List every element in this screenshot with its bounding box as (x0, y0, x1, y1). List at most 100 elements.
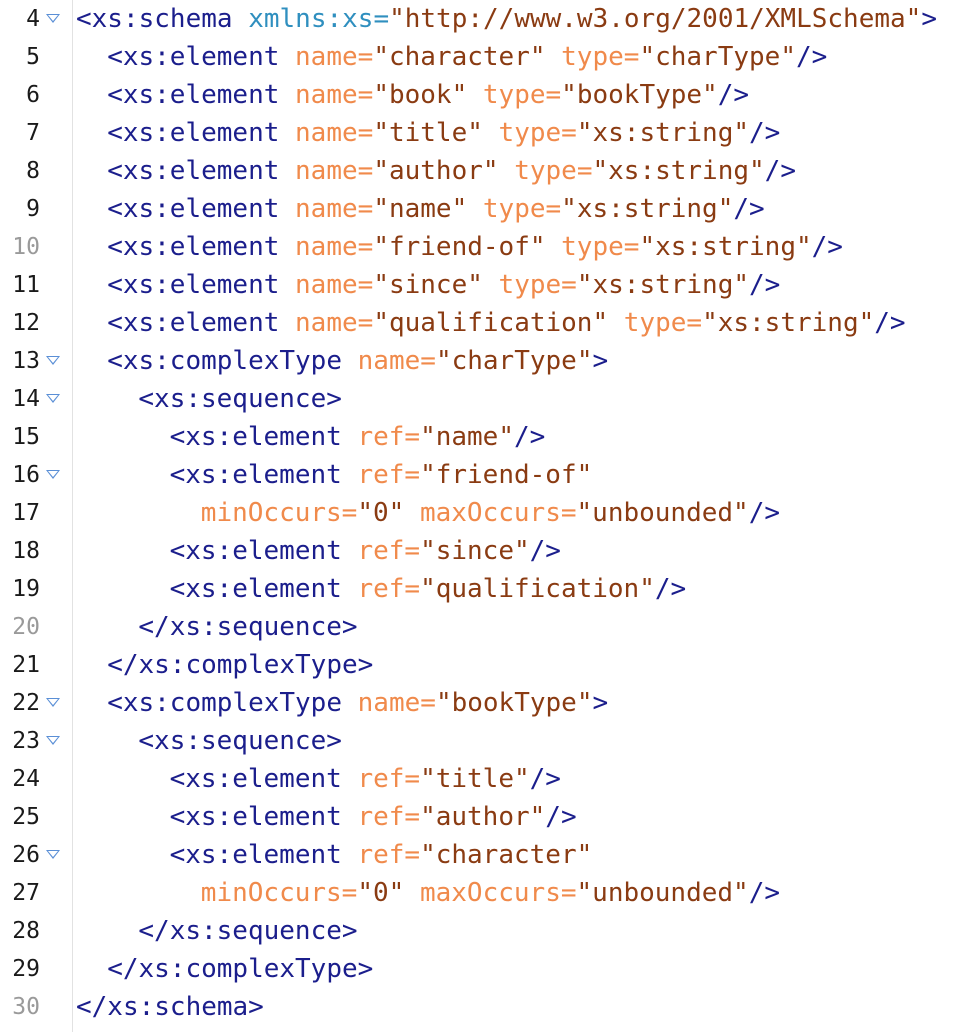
code-line[interactable]: 18 <xs:element ref="since"/> (0, 532, 972, 570)
token-attr: name= (295, 118, 374, 148)
code-line[interactable]: 19<xs:element ref="qualification"/> (0, 570, 972, 608)
token-tag: /> (545, 802, 577, 832)
code-text[interactable]: <xs:element name="since" type="xs:string… (107, 266, 780, 304)
code-text[interactable]: minOccurs="0" maxOccurs="unbounded"/> (201, 494, 780, 532)
token-tag: > (592, 346, 609, 376)
code-text[interactable]: <xs:element name="character" type="charT… (107, 38, 827, 76)
code-line[interactable]: 4<xs:schema xmlns:xs="http://www.w3.org/… (0, 0, 972, 38)
fold-toggle-icon[interactable] (46, 698, 60, 707)
fold-toggle-icon[interactable] (46, 850, 60, 859)
code-text[interactable]: <xs:element name="friend-of" type="xs:st… (107, 228, 843, 266)
code-line[interactable]: 28</xs:sequence> (0, 912, 972, 950)
code-text[interactable]: </xs:sequence> (138, 912, 357, 950)
code-line[interactable]: 20</xs:sequence> (0, 608, 972, 646)
code-line[interactable]: 13<xs:complexType name="charType"> (0, 342, 972, 380)
code-text[interactable]: </xs:complexType> (107, 950, 373, 988)
code-text[interactable]: <xs:element name="name" type="xs:string"… (107, 190, 764, 228)
code-line[interactable]: 9<xs:element name="name" type="xs:string… (0, 190, 972, 228)
whitespace (546, 42, 562, 72)
code-text[interactable]: <xs:complexType name="bookType"> (107, 684, 608, 722)
code-text[interactable]: <xs:element ref="author"/> (170, 798, 577, 836)
code-line[interactable]: 29</xs:complexType> (0, 950, 972, 988)
fold-toggle-icon[interactable] (46, 394, 60, 403)
token-ns: = (373, 4, 390, 34)
code-text[interactable]: <xs:sequence> (138, 722, 342, 760)
code-line[interactable]: 15<xs:element ref="name"/> (0, 418, 972, 456)
token-attr: name= (295, 156, 374, 186)
code-text[interactable]: <xs:element ref="name"/> (170, 418, 546, 456)
code-text[interactable]: <xs:complexType name="charType"> (107, 342, 608, 380)
token-attr: type= (561, 232, 640, 262)
code-text[interactable]: <xs:element ref="character" (170, 836, 593, 874)
whitespace (233, 4, 249, 34)
token-val: "since" (373, 270, 483, 300)
whitespace (608, 308, 624, 338)
code-line[interactable]: 6<xs:element name="book" type="bookType"… (0, 76, 972, 114)
fold-toggle-icon[interactable] (46, 736, 60, 745)
line-number: 17 (12, 500, 40, 526)
code-line[interactable]: 10<xs:element name="friend-of" type="xs:… (0, 228, 972, 266)
token-attr: ref= (357, 764, 421, 794)
token-val: "http://www.w3.org/2001/XMLSchema" (389, 4, 922, 34)
code-text[interactable]: <xs:element name="author" type="xs:strin… (107, 152, 796, 190)
code-text[interactable]: <xs:element ref="friend-of" (170, 456, 593, 494)
code-text[interactable]: <xs:sequence> (138, 380, 342, 418)
code-text[interactable]: <xs:element name="qualification" type="x… (107, 304, 905, 342)
gutter-divider (72, 0, 73, 1032)
fold-toggle-icon[interactable] (46, 14, 60, 23)
code-line[interactable]: 30</xs:schema> (0, 988, 972, 1026)
code-text[interactable]: <xs:element ref="qualification"/> (170, 570, 687, 608)
token-val: "book" (373, 80, 468, 110)
token-attr: ref= (357, 536, 421, 566)
token-tag: </xs:complexType> (107, 954, 374, 984)
code-text[interactable]: <xs:element ref="since"/> (170, 532, 561, 570)
token-attr: type= (482, 80, 562, 110)
code-line[interactable]: 22<xs:complexType name="bookType"> (0, 684, 972, 722)
fold-toggle-icon[interactable] (46, 356, 60, 365)
code-line[interactable]: 11<xs:element name="since" type="xs:stri… (0, 266, 972, 304)
code-text[interactable]: <xs:schema xmlns:xs="http://www.w3.org/2… (76, 0, 937, 38)
token-val: "character" (373, 42, 546, 72)
token-val: "title" (420, 764, 530, 794)
whitespace (404, 498, 420, 528)
token-tag: <xs:element (169, 840, 342, 870)
code-line[interactable]: 27 minOccurs="0" maxOccurs="unbounded"/> (0, 874, 972, 912)
code-line[interactable]: 14 <xs:sequence> (0, 380, 972, 418)
token-val: "charType" (639, 42, 796, 72)
code-text[interactable]: </xs:sequence> (138, 608, 357, 646)
code-line[interactable]: 8<xs:element name="author" type="xs:stri… (0, 152, 972, 190)
code-text[interactable]: <xs:element ref="title"/> (170, 760, 561, 798)
token-tag: <xs:element (107, 156, 280, 186)
token-attr: ref= (357, 460, 421, 490)
code-line[interactable]: 16<xs:element ref="friend-of" (0, 456, 972, 494)
line-number: 27 (12, 880, 40, 906)
fold-toggle-icon[interactable] (46, 470, 60, 479)
line-number: 12 (12, 310, 40, 336)
code-line[interactable]: 24<xs:element ref="title"/> (0, 760, 972, 798)
code-text[interactable]: </xs:complexType> (107, 646, 373, 684)
code-line[interactable]: 26<xs:element ref="character" (0, 836, 972, 874)
token-val: "name" (373, 194, 468, 224)
token-val: "author" (373, 156, 499, 186)
code-text[interactable]: <xs:element name="book" type="bookType"/… (107, 76, 749, 114)
token-tag: </xs:schema> (76, 992, 264, 1022)
code-text[interactable]: minOccurs="0" maxOccurs="unbounded"/> (201, 874, 780, 912)
whitespace (342, 688, 358, 718)
token-val: "friend-of" (373, 232, 546, 262)
code-text[interactable]: </xs:schema> (76, 988, 264, 1026)
code-line[interactable]: 17 minOccurs="0" maxOccurs="unbounded"/> (0, 494, 972, 532)
line-number: 18 (12, 538, 40, 564)
code-line[interactable]: 12 <xs:element name="qualification" type=… (0, 304, 972, 342)
code-line[interactable]: 23<xs:sequence> (0, 722, 972, 760)
token-tag: <xs:element (169, 802, 342, 832)
code-line[interactable]: 21</xs:complexType> (0, 646, 972, 684)
code-line[interactable]: 5<xs:element name="character" type="char… (0, 38, 972, 76)
whitespace (483, 270, 499, 300)
token-tag: <xs:element (107, 42, 280, 72)
code-line[interactable]: 25<xs:element ref="author"/> (0, 798, 972, 836)
line-number: 14 (12, 386, 40, 412)
code-text[interactable]: <xs:element name="title" type="xs:string… (107, 114, 780, 152)
token-val: "xs:string" (576, 270, 750, 300)
code-line[interactable]: 7<xs:element name="title" type="xs:strin… (0, 114, 972, 152)
